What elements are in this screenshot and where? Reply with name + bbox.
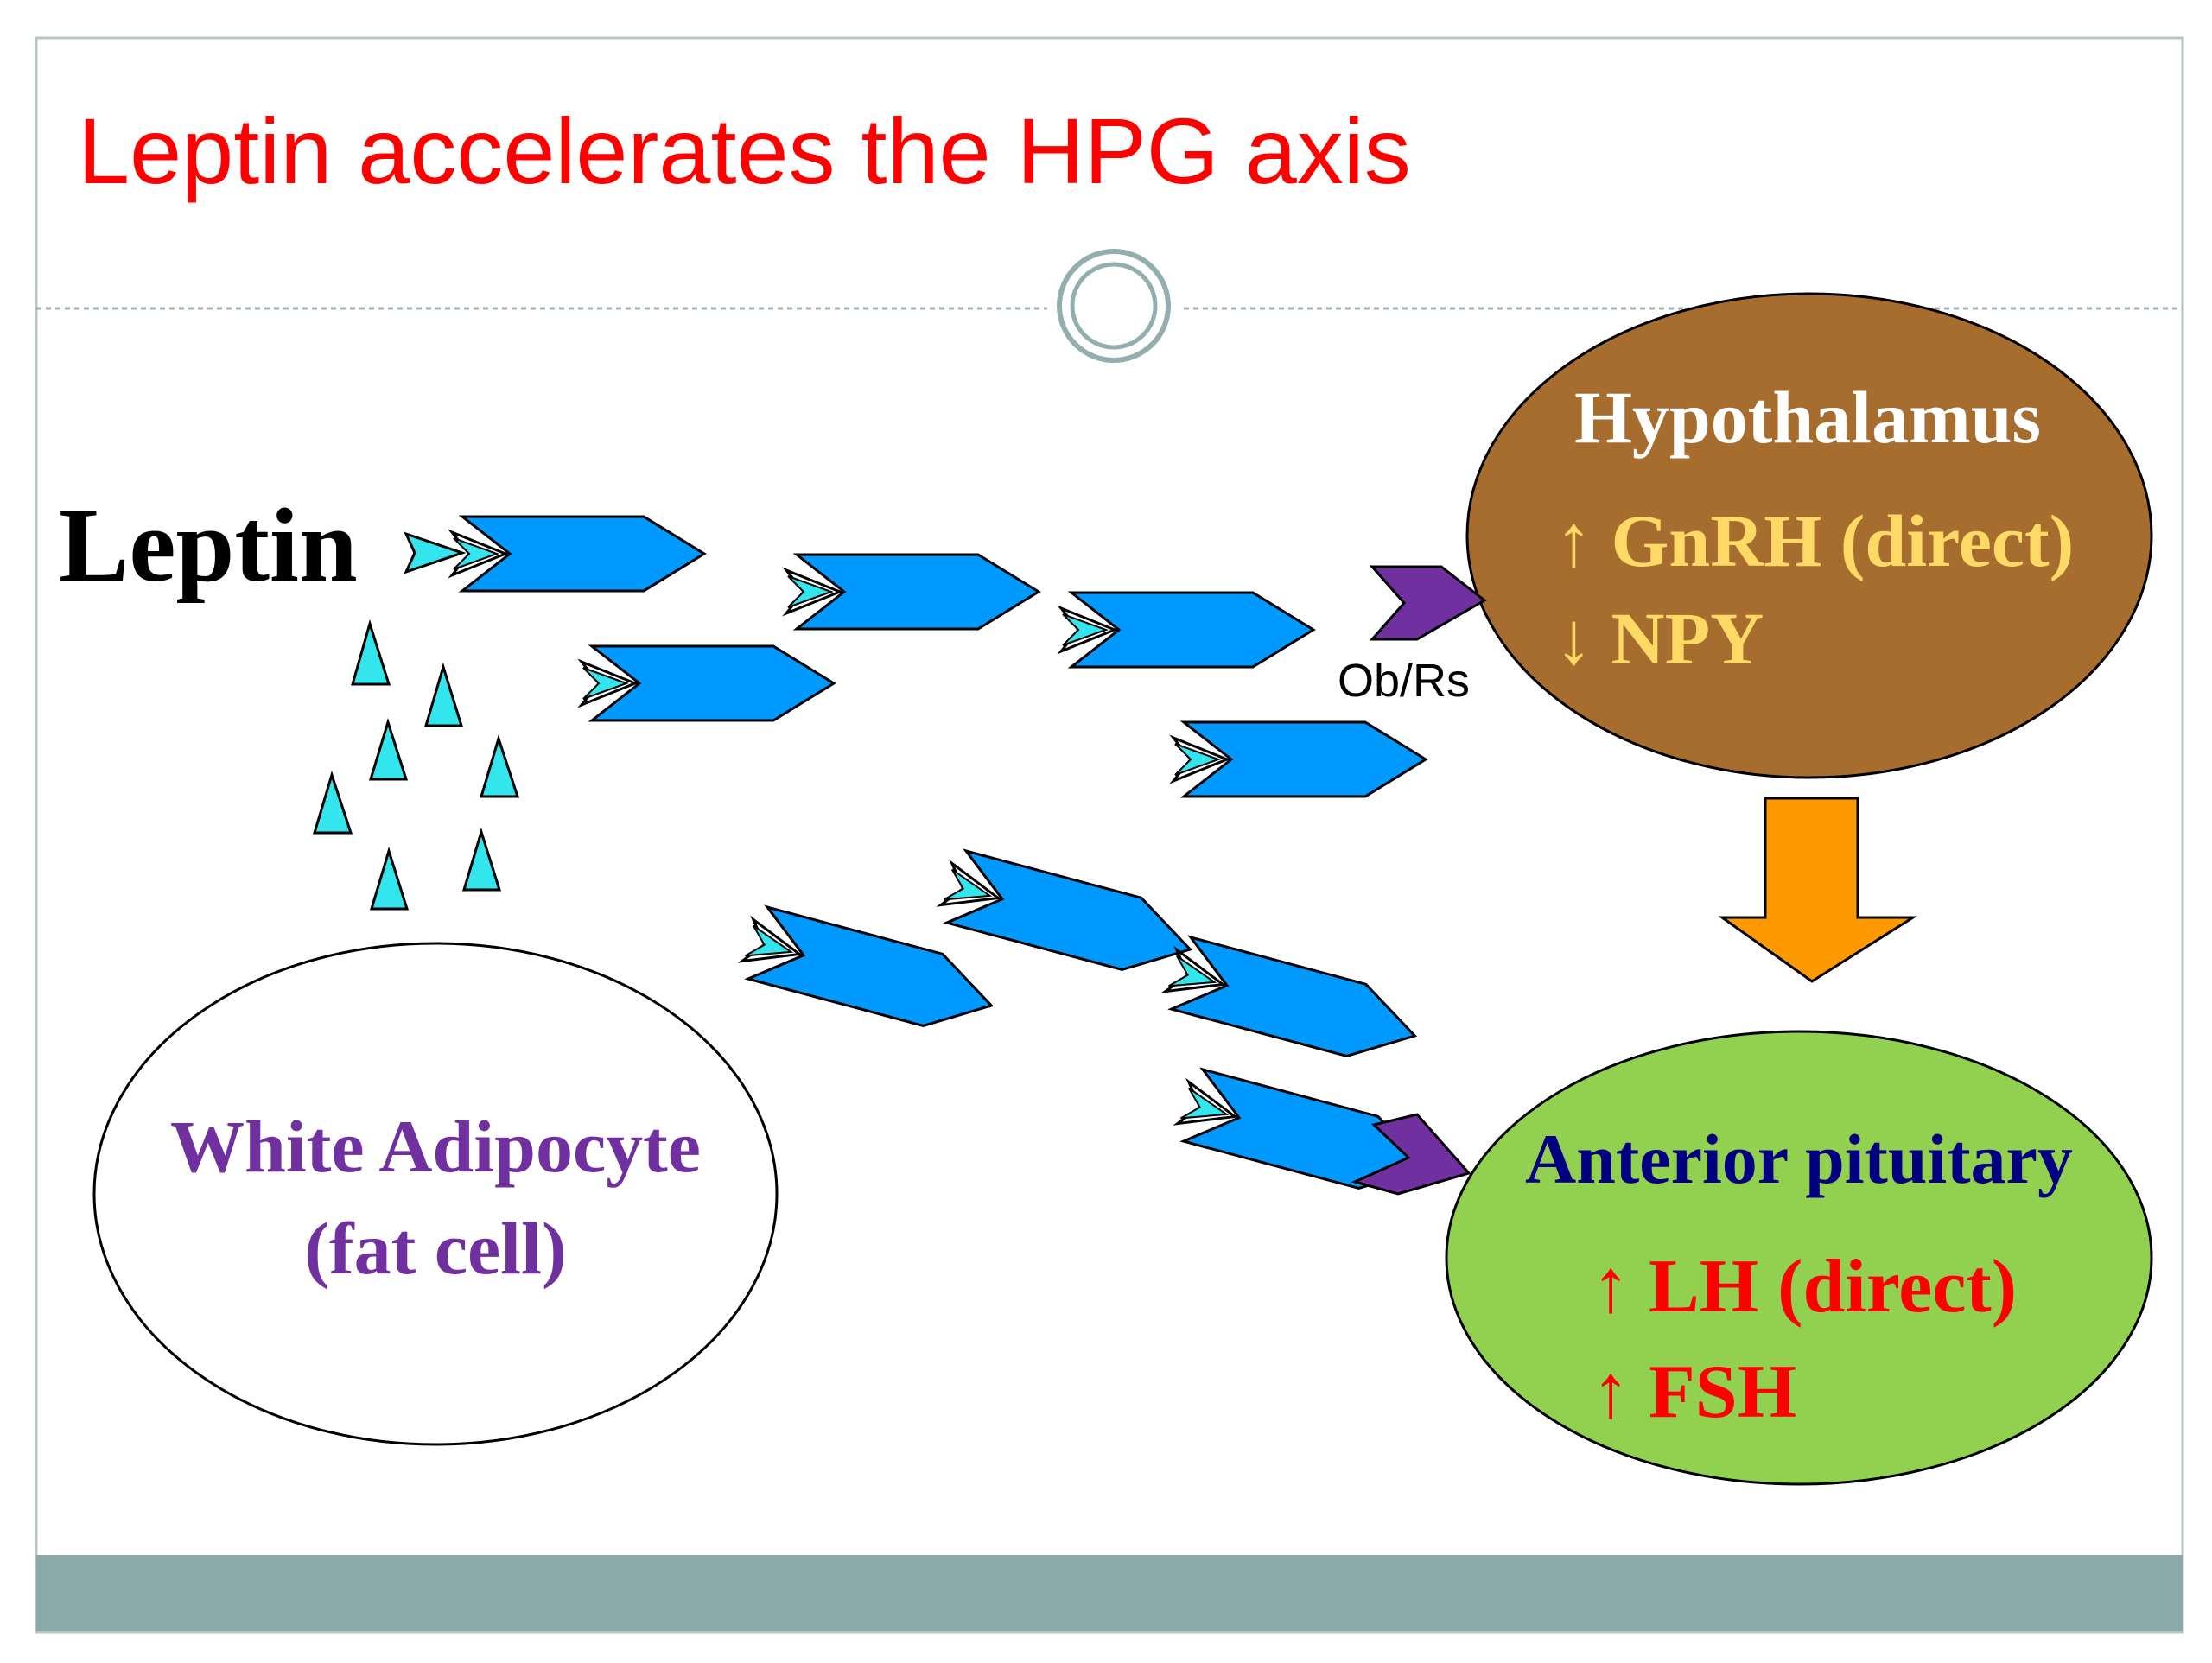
hypothalamus-title: Hypothalamus bbox=[1574, 376, 2041, 459]
leptin-molecule bbox=[351, 619, 391, 686]
leptin-label: Leptin bbox=[59, 487, 358, 604]
leptin-molecule bbox=[479, 733, 520, 798]
leptin-molecule bbox=[461, 827, 502, 892]
pituitary-ellipse bbox=[1445, 1030, 2153, 1486]
footer-band bbox=[36, 1555, 2183, 1631]
pituitary-title: Anterior pituitary bbox=[1525, 1120, 2073, 1198]
pituitary-lh: ↑ LH (direct) bbox=[1592, 1245, 2017, 1329]
pituitary-fsh: ↑ FSH bbox=[1592, 1350, 1796, 1434]
hpg-down-arrow bbox=[1718, 797, 1918, 983]
leptin-molecule bbox=[423, 662, 464, 727]
leptin-molecules bbox=[312, 619, 520, 911]
adipocyte-subtitle: (fat cell) bbox=[304, 1207, 566, 1290]
hypothalamus-gnrh: ↑ GnRH (direct) bbox=[1555, 499, 2074, 582]
divider-ring-icon bbox=[1057, 249, 1171, 363]
adipocyte-name: White Adipocyte bbox=[170, 1105, 701, 1188]
slide-title: Leptin accelerates the HPG axis bbox=[78, 98, 1411, 203]
receptor-label: Ob/Rs bbox=[1338, 655, 1470, 707]
hypothalamus-npy: ↓ NPY bbox=[1555, 597, 1764, 680]
leptin-molecule bbox=[312, 770, 353, 835]
receptor-pituitary bbox=[1351, 1113, 1471, 1196]
adipocyte-ellipse bbox=[92, 942, 779, 1446]
leptin-molecule bbox=[368, 717, 409, 781]
leptin-molecule bbox=[369, 846, 410, 911]
receptor-hypothalamus bbox=[1369, 565, 1487, 641]
hypothalamus-ellipse bbox=[1465, 292, 2153, 779]
leptin-small-arrow bbox=[404, 531, 467, 574]
